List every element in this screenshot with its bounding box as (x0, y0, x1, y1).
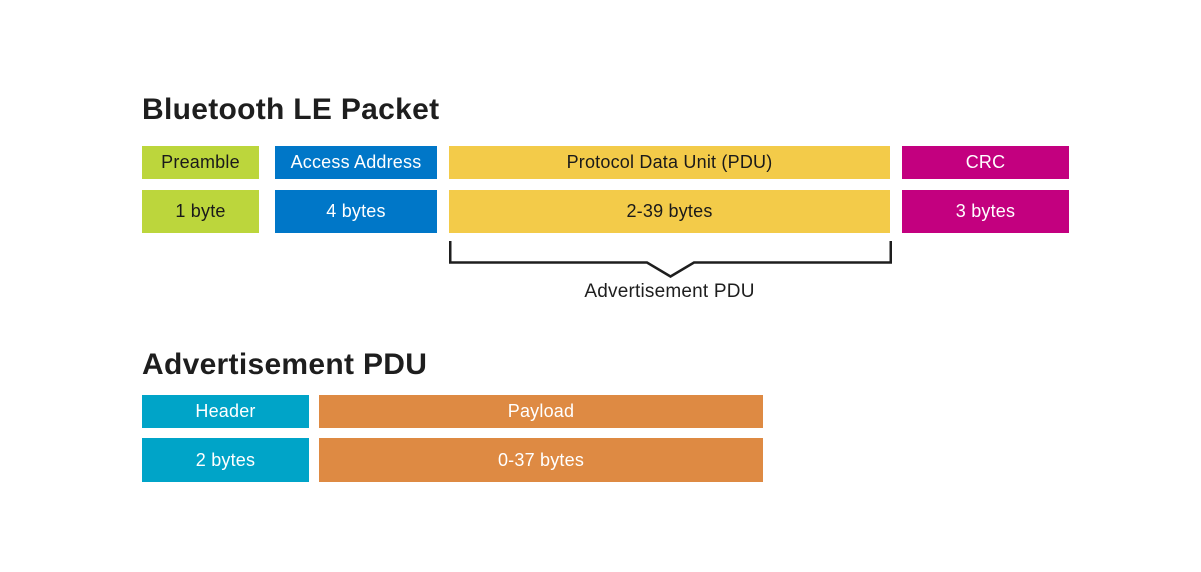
size-header: 2 bytes (142, 438, 309, 482)
ble-packet-size-row: 1 byte 4 bytes 2-39 bytes 3 bytes (142, 190, 1069, 233)
field-pdu: Protocol Data Unit (PDU) (449, 146, 890, 179)
ble-packet-field-row: Preamble Access Address Protocol Data Un… (142, 146, 1069, 179)
pdu-brace (449, 241, 892, 278)
adv-pdu-size-row: 2 bytes 0-37 bytes (142, 438, 763, 482)
size-preamble: 1 byte (142, 190, 259, 233)
size-pdu: 2-39 bytes (449, 190, 890, 233)
field-access-address: Access Address (275, 146, 437, 179)
field-header: Header (142, 395, 309, 428)
adv-pdu-title: Advertisement PDU (142, 348, 428, 381)
field-payload: Payload (319, 395, 763, 428)
field-crc: CRC (902, 146, 1069, 179)
ble-packet-title: Bluetooth LE Packet (142, 93, 440, 126)
field-preamble: Preamble (142, 146, 259, 179)
adv-pdu-field-row: Header Payload (142, 395, 763, 428)
size-payload: 0-37 bytes (319, 438, 763, 482)
size-access-address: 4 bytes (275, 190, 437, 233)
pdu-brace-label: Advertisement PDU (584, 281, 755, 302)
size-crc: 3 bytes (902, 190, 1069, 233)
